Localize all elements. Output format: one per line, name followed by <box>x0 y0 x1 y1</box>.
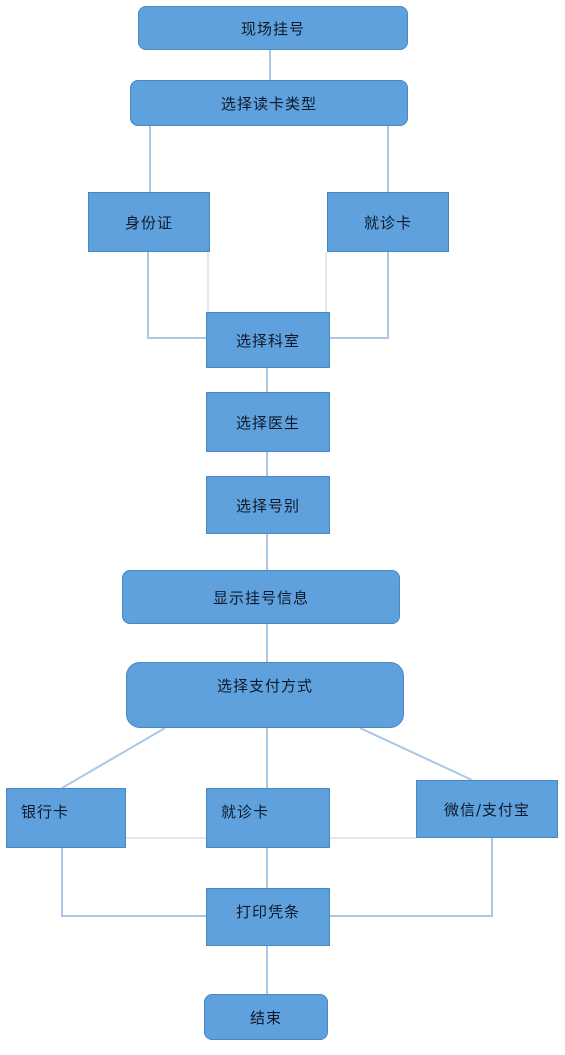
node-show-info: 显示挂号信息 <box>122 570 400 624</box>
connector-bank-to-print <box>61 848 206 917</box>
node-visit-card-2: 就诊卡 <box>206 788 330 848</box>
node-start: 现场挂号 <box>138 6 408 50</box>
node-end: 结束 <box>204 994 328 1040</box>
connector-payment-to-bank <box>61 727 166 789</box>
connector-id-card-to-department <box>147 252 206 339</box>
node-visit-card-1: 就诊卡 <box>327 192 449 252</box>
connector-visit-card-to-department <box>328 252 389 339</box>
node-select-ticket-type: 选择号别 <box>206 476 330 534</box>
node-wechat-alipay: 微信/支付宝 <box>416 780 558 838</box>
node-print-receipt: 打印凭条 <box>206 888 330 946</box>
node-select-doctor: 选择医生 <box>206 392 330 452</box>
node-id-card: 身份证 <box>88 192 210 252</box>
connector-payment-to-wechat <box>359 727 473 781</box>
node-select-department: 选择科室 <box>206 312 330 368</box>
node-select-card-type: 选择读卡类型 <box>130 80 408 126</box>
connector-wechat-to-print <box>330 838 493 917</box>
node-select-payment: 选择支付方式 <box>126 662 404 728</box>
node-bank-card: 银行卡 <box>6 788 126 848</box>
